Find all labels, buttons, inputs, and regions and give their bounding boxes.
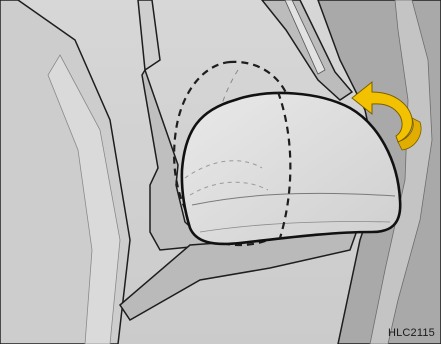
- figure-code-label: HLC2115: [388, 327, 435, 339]
